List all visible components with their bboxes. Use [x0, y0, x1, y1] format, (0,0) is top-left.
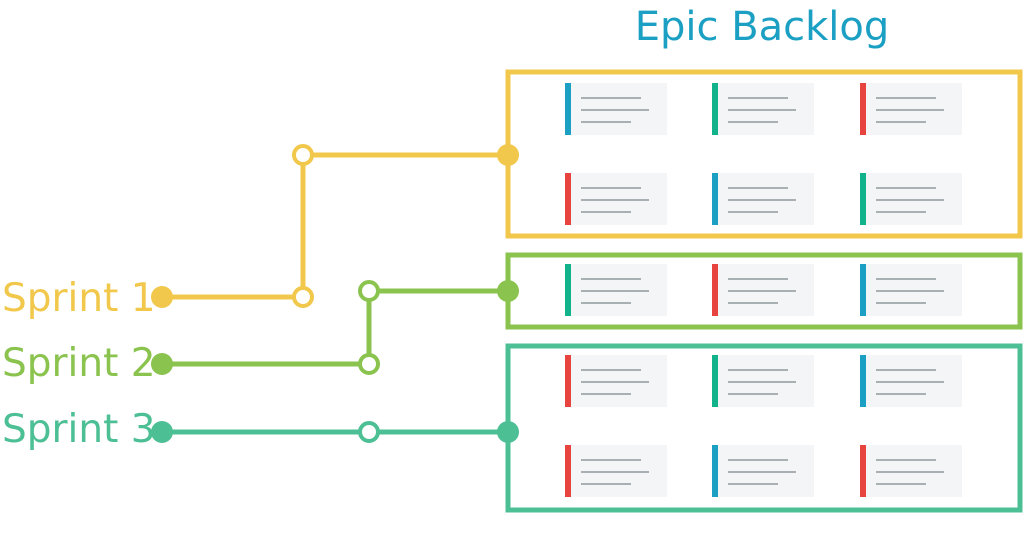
story-card [860, 355, 962, 407]
card-text-line [876, 187, 936, 189]
card-text-line [876, 369, 936, 371]
story-card [712, 83, 814, 135]
card-text-line [876, 393, 926, 395]
end-node [497, 144, 519, 166]
card-text-line [581, 211, 631, 213]
story-card [712, 264, 814, 316]
connector-line [162, 288, 508, 367]
sprint-3-label: Sprint 3 [2, 407, 156, 452]
card-accent-blue [860, 264, 866, 316]
junction-node [358, 280, 380, 302]
card-accent-green [712, 355, 718, 407]
card-text-line [728, 483, 778, 485]
card-text-line [581, 187, 641, 189]
card-accent-blue [712, 173, 718, 225]
story-card [712, 173, 814, 225]
card-text-line [876, 199, 944, 201]
card-text-line [728, 211, 778, 213]
card-text-line [728, 187, 788, 189]
card-text-line [581, 121, 631, 123]
card-text-line [728, 278, 788, 280]
card-text-line [728, 459, 788, 461]
story-card [565, 173, 667, 225]
end-node [497, 421, 519, 443]
sprint-connectors [151, 144, 519, 443]
sprint-2-label: Sprint 2 [2, 341, 156, 386]
card-text-line [581, 199, 649, 201]
sprint-3-connector [151, 421, 519, 443]
card-text-line [728, 290, 796, 292]
card-text-line [876, 302, 926, 304]
card-text-line [581, 302, 631, 304]
start-node [151, 353, 173, 375]
card-text-line [876, 381, 944, 383]
card-text-line [581, 290, 649, 292]
card-text-line [581, 471, 649, 473]
card-text-line [876, 471, 944, 473]
card-text-line [876, 109, 944, 111]
junction-node [358, 421, 380, 443]
story-card [565, 83, 667, 135]
story-card [712, 355, 814, 407]
connector-line [162, 152, 508, 300]
card-text-line [581, 483, 631, 485]
card-text-line [876, 278, 936, 280]
card-accent-blue [712, 445, 718, 497]
sprint-2-connector [151, 280, 519, 375]
card-text-line [581, 278, 641, 280]
card-text-line [581, 97, 641, 99]
card-text-line [581, 369, 641, 371]
card-text-line [728, 302, 778, 304]
card-accent-green [712, 83, 718, 135]
story-card [565, 264, 667, 316]
card-text-line [581, 109, 649, 111]
card-text-line [876, 121, 926, 123]
card-text-line [581, 393, 631, 395]
card-text-line [728, 109, 796, 111]
card-accent-red [712, 264, 718, 316]
card-accent-red [565, 355, 571, 407]
junction-node [292, 144, 314, 166]
story-card [860, 173, 962, 225]
card-text-line [728, 393, 778, 395]
card-text-line [728, 471, 796, 473]
card-text-line [876, 290, 944, 292]
card-text-line [876, 97, 936, 99]
card-text-line [581, 381, 649, 383]
card-text-line [728, 97, 788, 99]
card-accent-red [565, 173, 571, 225]
start-node [151, 286, 173, 308]
story-card [565, 445, 667, 497]
card-text-line [876, 211, 926, 213]
backlog-boxes [505, 69, 1023, 513]
junction-node [292, 286, 314, 308]
card-accent-red [860, 445, 866, 497]
card-accent-red [565, 445, 571, 497]
story-card [860, 264, 962, 316]
card-accent-blue [565, 83, 571, 135]
story-card [860, 83, 962, 135]
card-accent-green [860, 173, 866, 225]
sprint-1-connector [151, 144, 519, 308]
sprint-1-label: Sprint 1 [2, 276, 156, 321]
card-text-line [728, 199, 796, 201]
card-text-line [728, 381, 796, 383]
card-text-line [581, 459, 641, 461]
card-text-line [728, 121, 778, 123]
junction-node [358, 353, 380, 375]
story-card [860, 445, 962, 497]
card-accent-red [860, 83, 866, 135]
start-node [151, 421, 173, 443]
card-accent-green [565, 264, 571, 316]
end-node [497, 280, 519, 302]
diagram-title: Epic Backlog [635, 4, 890, 50]
card-text-line [728, 369, 788, 371]
card-text-line [876, 483, 926, 485]
card-text-line [876, 459, 936, 461]
card-accent-blue [860, 355, 866, 407]
story-card [565, 355, 667, 407]
story-card [712, 445, 814, 497]
